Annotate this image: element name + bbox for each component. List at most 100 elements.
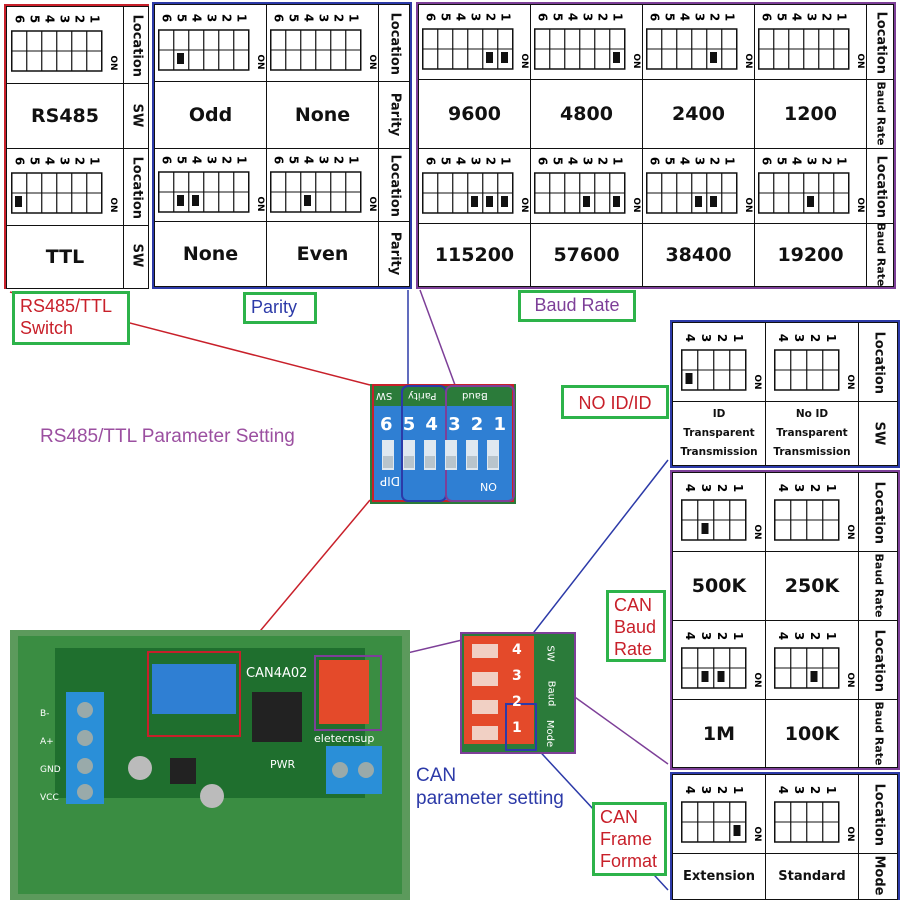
dip-knob-on	[486, 196, 493, 207]
dip-knob-on	[192, 195, 199, 206]
dip-pin-number: 2	[484, 13, 498, 21]
dip-pin-number: 1	[347, 156, 361, 164]
pin-number: 4	[512, 642, 522, 658]
dip-pin-number: 2	[808, 632, 822, 640]
baud-rate-label-cell: Baud Rate	[858, 699, 898, 768]
dip-on-label: ON	[743, 53, 753, 68]
dip-pin-number: 5	[551, 157, 565, 165]
location-label: Location	[873, 155, 889, 219]
dip-pin-number: 1	[731, 334, 745, 342]
can-parameter-heading: CAN parameter setting	[416, 764, 564, 810]
dip-pin-number: 2	[808, 484, 822, 492]
dip-pin-number: 2	[484, 157, 498, 165]
dip-pin-number: 2	[820, 13, 834, 21]
dip-pin-number: 3	[205, 156, 219, 164]
blue-dip-photo	[370, 384, 516, 504]
location-label-cell: Location	[866, 4, 894, 80]
line: Transparent	[776, 427, 848, 439]
dip-pin-number: 4	[302, 156, 316, 164]
dip-pin-number: 6	[536, 13, 550, 21]
dip-on-label: ON	[845, 524, 855, 539]
dip-pin-number: 1	[235, 156, 249, 164]
dip-pin-number: 4	[190, 156, 204, 164]
dip-on-label: ON	[108, 197, 118, 212]
location-label-cell: Location	[858, 620, 898, 700]
can-baud-rate-callout: CAN Baud Rate	[606, 590, 666, 662]
dip-on-label: ON	[367, 54, 377, 69]
dip-pin-number: 4	[790, 13, 804, 21]
pin-number: 2	[512, 694, 522, 710]
dip-pin-number: 2	[73, 157, 87, 165]
no-id-callout: NO ID/ID	[561, 385, 669, 419]
dip-pin-number: 5	[775, 157, 789, 165]
location-label-cell: Location	[858, 774, 898, 854]
location-label-cell: Location	[866, 148, 894, 224]
dip-pin-number: 2	[73, 15, 87, 23]
dip-knob-on	[613, 52, 620, 63]
dip-pin-number: 5	[439, 157, 453, 165]
dip-pin-number: 6	[648, 157, 662, 165]
no-id-transparent-value: No ID Transparent Transmission	[765, 401, 859, 466]
parity-label: Parity	[387, 231, 403, 276]
red-dip-photo	[460, 632, 576, 754]
dip-pin-number: 6	[160, 156, 174, 164]
dip-pin-number: 5	[439, 13, 453, 21]
dip-on-label: ON	[855, 197, 865, 212]
dip-knob-on	[717, 671, 725, 682]
pin-number: 2	[470, 414, 484, 435]
blue-dip-closeup: SW Parity Baud 6 5 4 3 2 1 DIP ON	[370, 384, 516, 504]
dip-knob-on	[471, 196, 478, 207]
dip-pin-number: 3	[469, 157, 483, 165]
red-dip-closeup: 4 3 2 1 SW Baud Mode	[460, 632, 576, 754]
location-label: Location	[129, 14, 145, 78]
dip-pin-number: 4	[43, 157, 57, 165]
sw-label-cell: SW	[858, 401, 898, 466]
baud-1200-value: 1200	[754, 79, 867, 149]
dip-pin-number: 1	[611, 13, 625, 21]
parity-label-cell: Parity	[378, 221, 410, 287]
parity-label-cell: Parity	[378, 81, 410, 149]
pin-number: 1	[493, 414, 506, 435]
dip-pin-number: 3	[317, 14, 331, 22]
dip-on-label: ON	[845, 672, 855, 687]
dip-pin-number: 2	[715, 786, 729, 794]
dip-on-label: ON	[108, 55, 118, 70]
dip-pin-number: 3	[792, 334, 806, 342]
dip-pin-number: 2	[708, 157, 722, 165]
dip-pin-number: 4	[566, 157, 580, 165]
blue-dip-header-sw: SW	[376, 390, 393, 401]
terminal-label: B-	[40, 709, 50, 719]
dip-knob-on	[710, 52, 717, 63]
callout-line: Baud Rate	[534, 295, 620, 315]
dip-pin-number: 2	[220, 14, 234, 22]
dip-pin-number: 1	[88, 15, 102, 23]
dip-pin-number: 2	[715, 632, 729, 640]
dip-pin-number: 1	[88, 157, 102, 165]
location-label: Location	[871, 629, 887, 693]
dip-pin-number: 1	[835, 13, 849, 21]
dip-knob-on	[710, 196, 717, 207]
dip-pin-number: 2	[220, 156, 234, 164]
heading-line: CAN	[416, 765, 457, 786]
baud-rate-label: Baud Rate	[874, 81, 888, 146]
parity-odd-value: Odd	[154, 81, 267, 149]
dip-pin-number: 5	[175, 14, 189, 22]
dip-pin-number: 6	[648, 13, 662, 21]
dip-pin-number: 2	[596, 13, 610, 21]
